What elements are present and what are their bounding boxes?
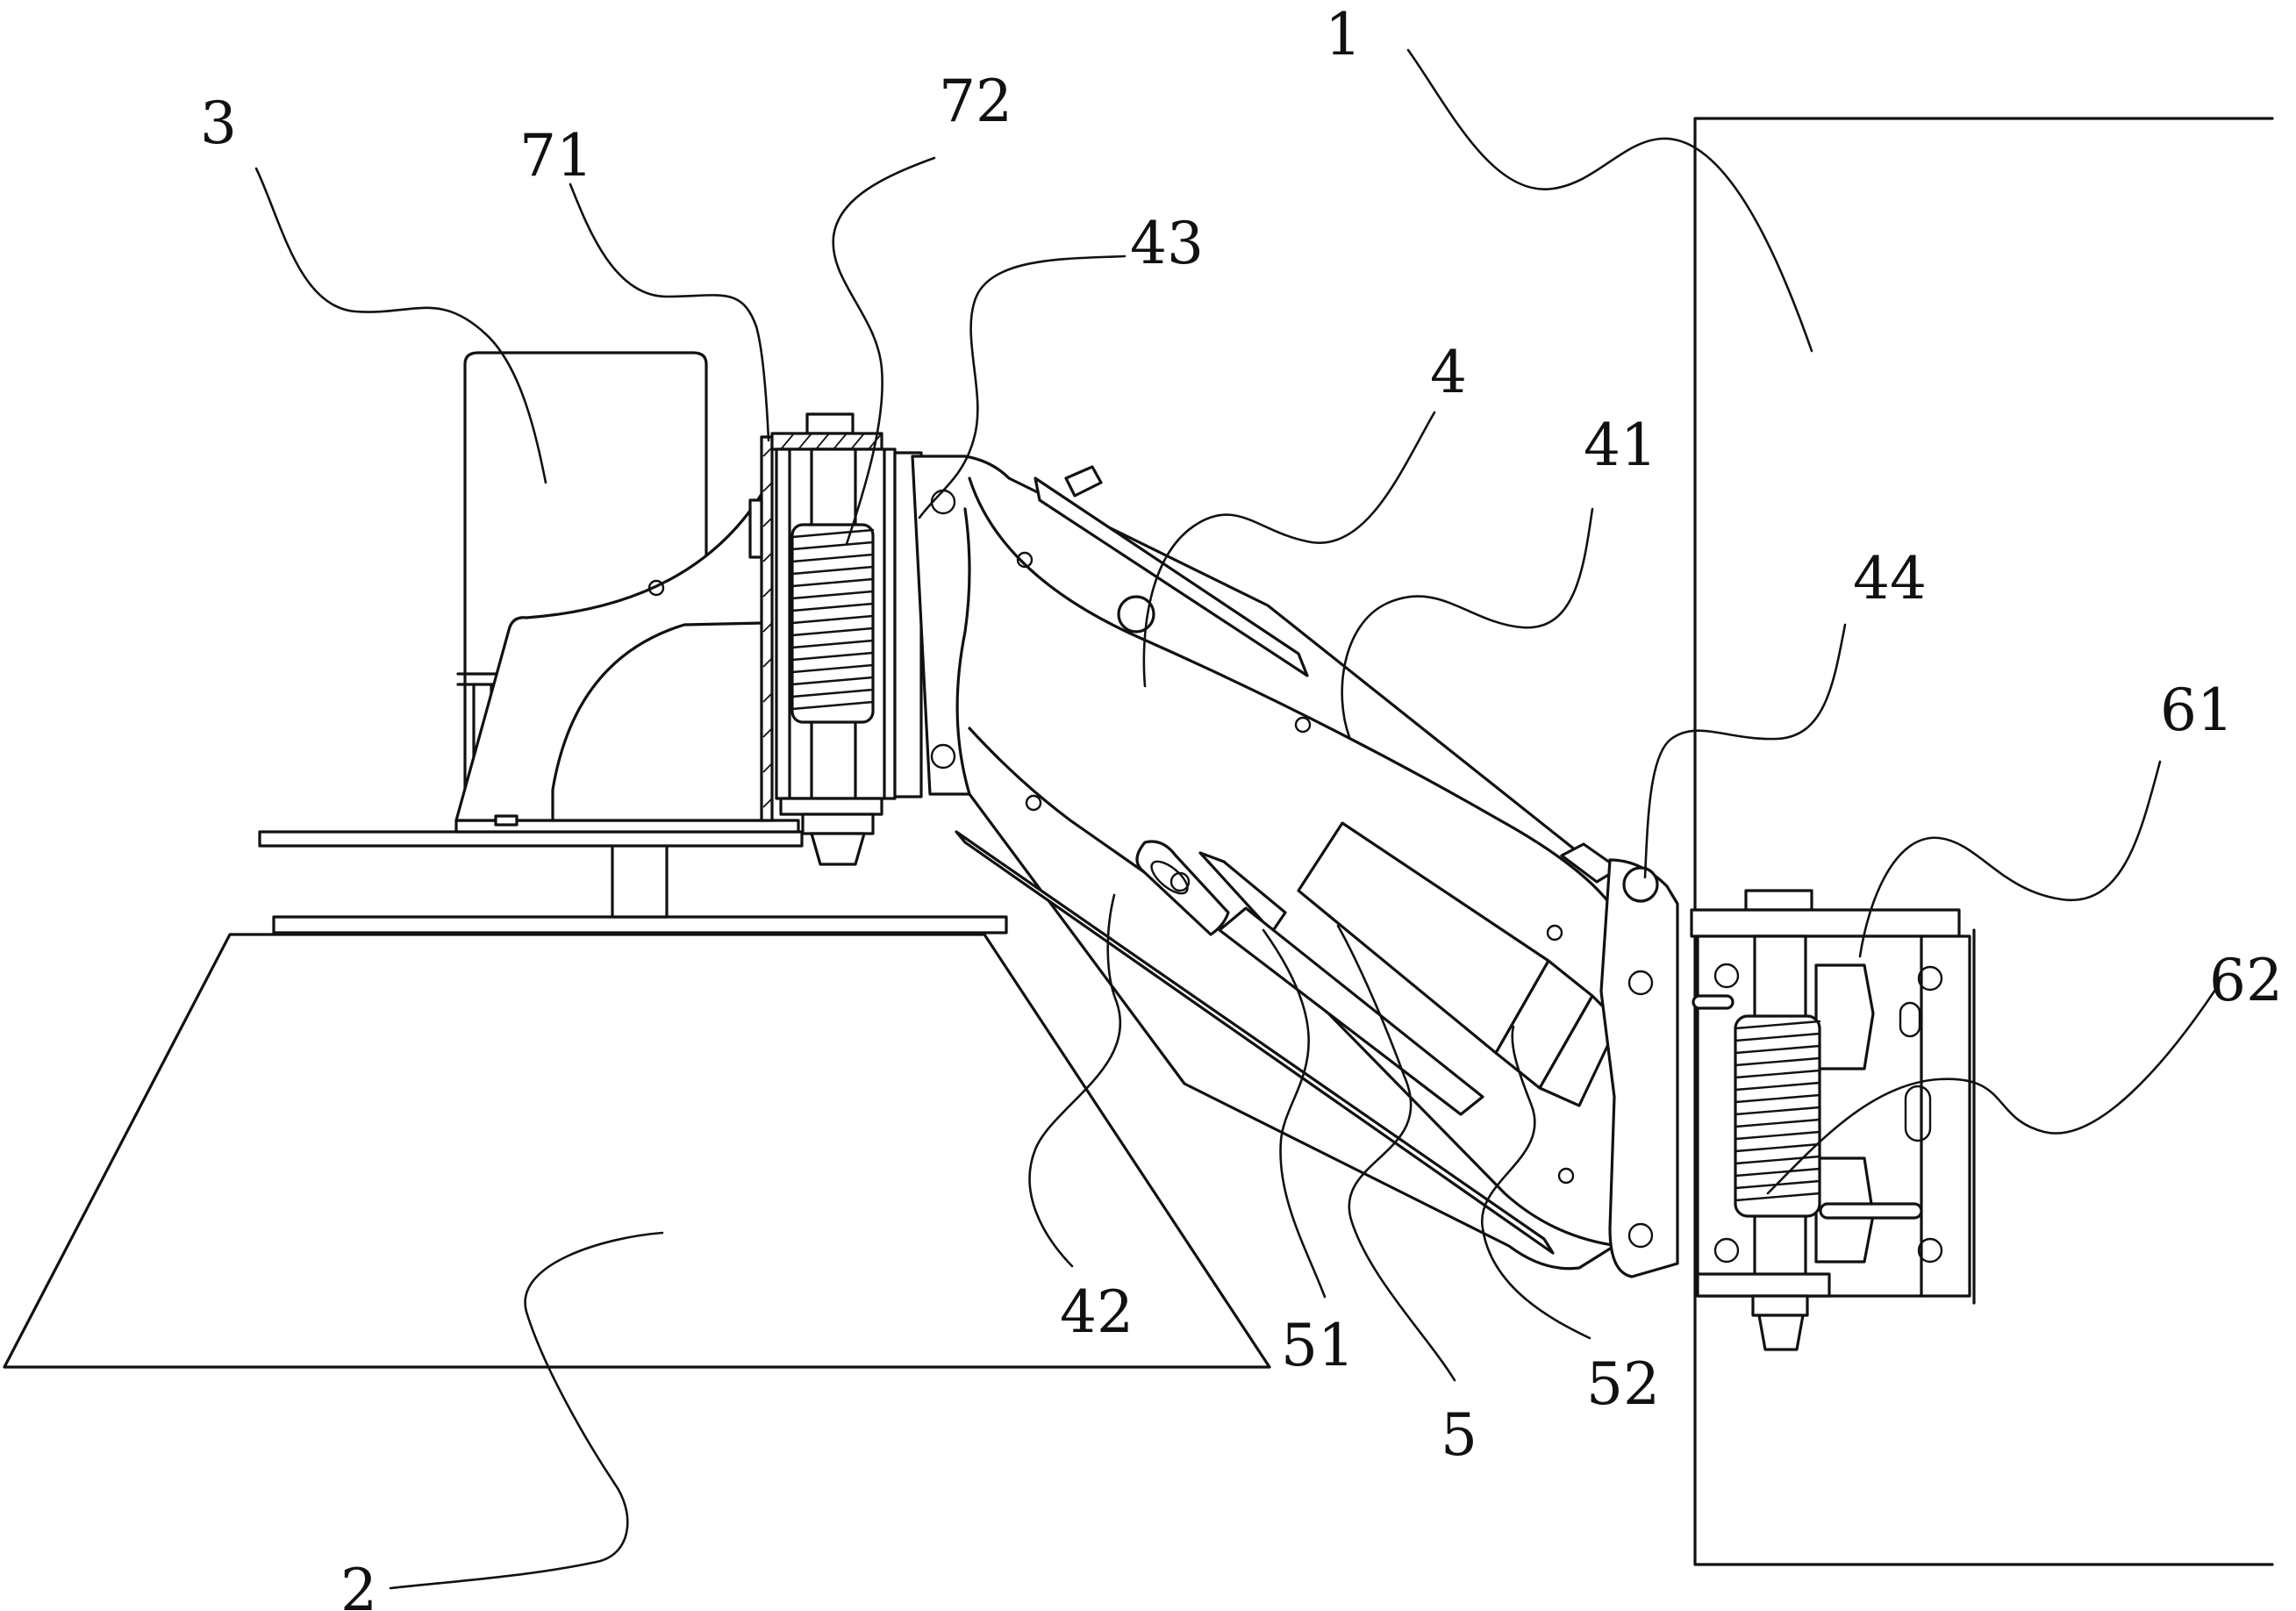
leader-1 bbox=[1408, 50, 1812, 351]
spring-coil-upper bbox=[792, 525, 873, 722]
callout-43: 43 bbox=[1130, 210, 1204, 277]
callout-1: 1 bbox=[1325, 1, 1362, 68]
callout-2: 2 bbox=[340, 1557, 377, 1611]
pivot-plate-part-44 bbox=[1601, 860, 1677, 1277]
callout-62: 62 bbox=[2209, 947, 2283, 1014]
callout-4: 4 bbox=[1430, 339, 1467, 406]
callout-42: 42 bbox=[1060, 1278, 1134, 1346]
leader-44 bbox=[1645, 625, 1845, 877]
base-plate bbox=[260, 820, 802, 846]
upper-hinge-part-72 bbox=[772, 414, 921, 864]
lower-hinge-part-61 bbox=[1692, 891, 1974, 1350]
arm-assembly-part-4 bbox=[912, 456, 1626, 1269]
callout-61: 61 bbox=[2160, 677, 2234, 744]
callout-3: 3 bbox=[200, 90, 237, 157]
callout-41: 41 bbox=[1584, 412, 1657, 479]
callout-5: 5 bbox=[1441, 1401, 1477, 1469]
callout-71: 71 bbox=[519, 122, 593, 190]
callout-51: 51 bbox=[1281, 1312, 1355, 1379]
callout-44: 44 bbox=[1853, 545, 1927, 612]
motor-housing-part-3 bbox=[456, 353, 763, 825]
callout-52: 52 bbox=[1586, 1350, 1660, 1418]
callout-72: 72 bbox=[939, 68, 1012, 135]
leader-2 bbox=[390, 1233, 662, 1588]
spring-coil-lower bbox=[1735, 1016, 1820, 1216]
